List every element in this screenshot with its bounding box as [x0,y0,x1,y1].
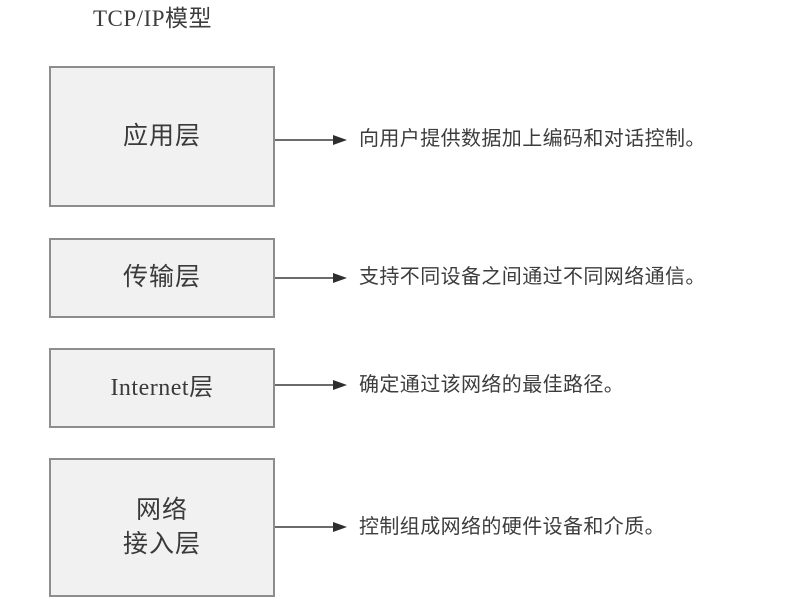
layer-description-network-access: 控制组成网络的硬件设备和介质。 [359,516,665,538]
diagram-title: TCP/IP模型 [93,6,213,31]
layer-box-network-access[interactable]: 网络 接入层 [49,458,275,597]
layer-description-application: 向用户提供数据加上编码和对话控制。 [359,128,706,150]
layer-box-label: Internet层 [110,375,214,401]
layer-box-internet[interactable]: Internet层 [49,348,275,428]
layer-box-label: 网络 接入层 [122,496,201,558]
connector-arrow-network-access [275,520,349,534]
layer-box-transport[interactable]: 传输层 [49,238,275,318]
layer-description-transport: 支持不同设备之间通过不同网络通信。 [359,266,706,288]
layer-box-label: 应用层 [122,122,201,150]
connector-arrow-internet [275,378,349,392]
layer-description-internet: 确定通过该网络的最佳路径。 [359,374,625,396]
connector-arrow-transport [275,271,349,285]
layer-box-application[interactable]: 应用层 [49,66,275,207]
connector-arrow-application [275,133,349,147]
layer-box-label: 传输层 [122,264,201,291]
